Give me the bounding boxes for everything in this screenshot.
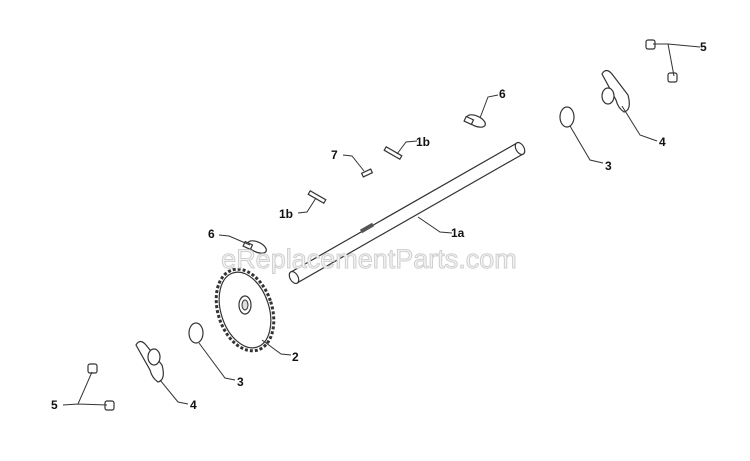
callout-1a: 1a [451, 226, 465, 240]
callout-4-bottom: 4 [190, 398, 197, 412]
callout-1b-bottom: 1b [279, 207, 293, 221]
callout-1b-top: 1b [416, 135, 430, 149]
watermark: eReplacementParts.com [221, 244, 517, 274]
callout-5-top: 5 [700, 40, 707, 54]
sprocket-2 [214, 267, 276, 353]
leader-lines [62, 43, 701, 406]
key-7 [360, 168, 374, 178]
callout-6-bottom: 6 [208, 227, 215, 241]
shaft-1a [288, 141, 526, 285]
callout-3-bottom: 3 [237, 375, 244, 389]
bearing-flange-4-bottom [135, 340, 164, 383]
callout-3-top: 3 [605, 159, 612, 173]
pin-1b-bottom [307, 189, 327, 205]
callout-5-bottom: 5 [51, 398, 58, 412]
washer-3-bottom [188, 322, 204, 344]
bolts-5-bottom [87, 363, 115, 411]
callout-7: 7 [331, 148, 338, 162]
bearing-flange-4-top [601, 69, 630, 113]
washer-3-top [559, 106, 575, 128]
pin-1b-top [383, 145, 403, 161]
callout-4-top: 4 [659, 135, 666, 149]
callout-2: 2 [292, 350, 299, 364]
callout-6-top: 6 [499, 87, 506, 101]
hairpin-clip-6-top [463, 114, 486, 128]
bolts-5-top [645, 39, 678, 83]
